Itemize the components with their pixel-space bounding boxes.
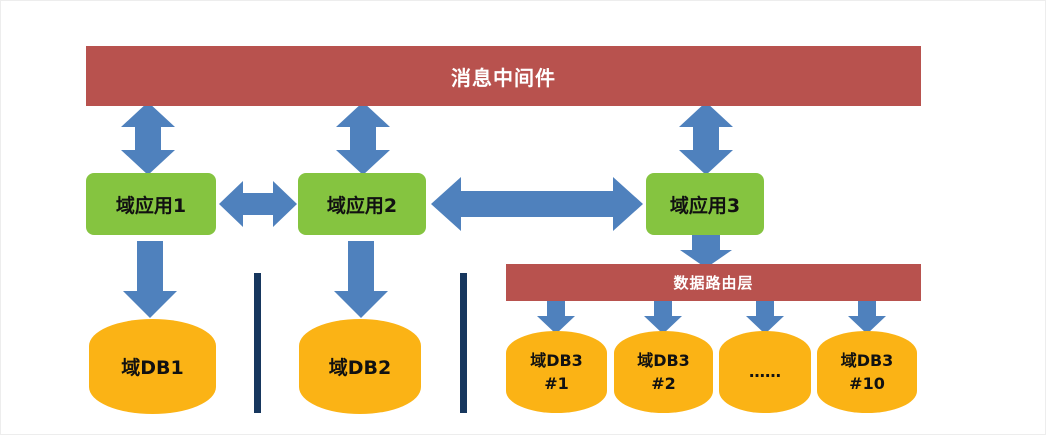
- middleware-bar: 消息中间件: [86, 46, 921, 106]
- arrow-routing-shard2: [644, 300, 682, 334]
- middleware-label: 消息中间件: [451, 65, 556, 90]
- db-cylinder-1: 域DB1: [89, 319, 216, 414]
- shard-cylinder-10: 域DB3 #10: [817, 331, 917, 413]
- arrow-routing-shard3: [746, 300, 784, 334]
- shard-1-sub: #1: [544, 374, 569, 393]
- arrow-app2-db2: [334, 241, 388, 318]
- shard-10-sub: #10: [849, 374, 885, 393]
- arrow-app3-routing: [680, 233, 732, 268]
- arrow-routing-shard4: [848, 300, 886, 334]
- arrow-middleware-app1: [121, 102, 175, 175]
- db-2-label: 域DB2: [328, 357, 392, 379]
- shard-2-label: 域DB3: [637, 350, 690, 370]
- arrow-middleware-app2: [336, 102, 390, 175]
- app-box-2: 域应用2: [298, 173, 426, 235]
- routing-layer-bar: 数据路由层: [506, 264, 921, 301]
- arrow-app2-app3: [431, 177, 643, 231]
- shard-10-label: 域DB3: [840, 350, 894, 370]
- app-box-3: 域应用3: [646, 173, 764, 235]
- app-3-label: 域应用3: [669, 194, 741, 217]
- shard-ellipsis-label: ……: [749, 362, 781, 382]
- db-1-label: 域DB1: [121, 357, 184, 379]
- arrow-app1-app2: [219, 181, 297, 227]
- shard-cylinder-ellipsis: ……: [719, 331, 811, 413]
- db-cylinder-2: 域DB2: [299, 319, 421, 414]
- shard-1-label: 域DB3: [530, 350, 583, 370]
- app-2-label: 域应用2: [326, 194, 398, 217]
- divider-db2-shards: [460, 273, 467, 413]
- shard-cylinder-2: 域DB3 #2: [614, 331, 713, 413]
- app-1-label: 域应用1: [115, 194, 187, 217]
- routing-layer-label: 数据路由层: [673, 274, 754, 292]
- arrow-app1-db1: [123, 241, 177, 318]
- shard-2-sub: #2: [651, 374, 676, 393]
- shard-cylinder-1: 域DB3 #1: [506, 331, 607, 413]
- arrow-middleware-app3: [679, 102, 733, 175]
- app-box-1: 域应用1: [86, 173, 216, 235]
- divider-db1-db2: [254, 273, 261, 413]
- arrow-routing-shard1: [537, 300, 575, 334]
